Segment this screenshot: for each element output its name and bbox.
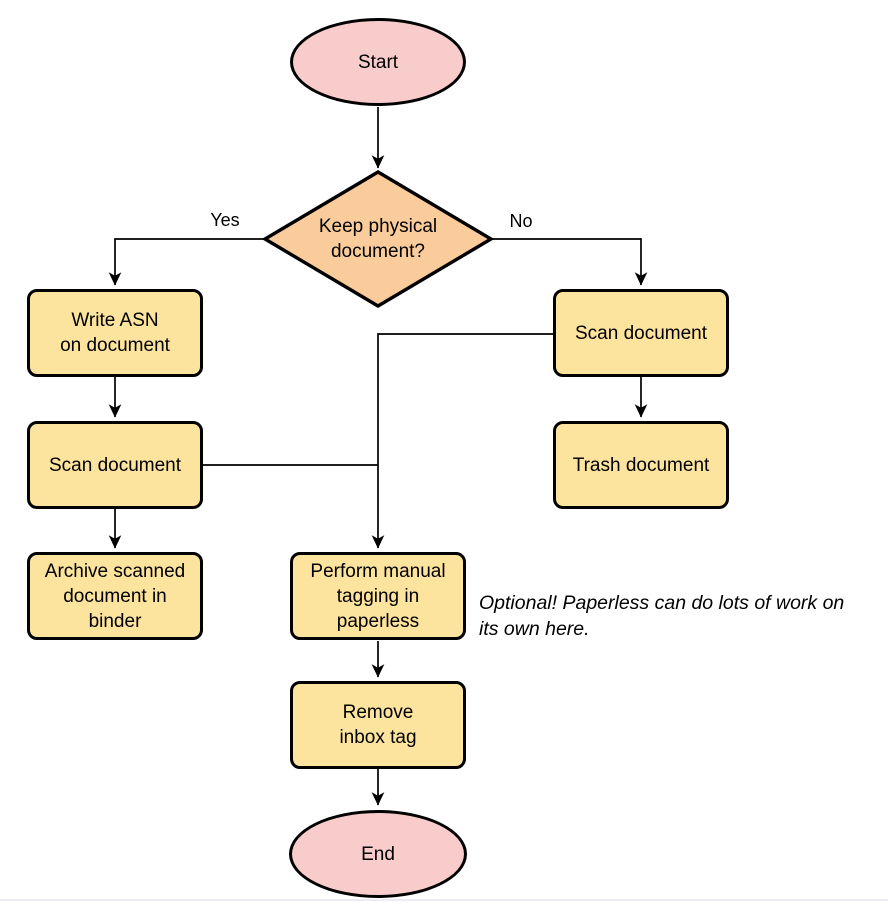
edge-label-yes: Yes bbox=[210, 210, 240, 230]
viewport-bottom-line bbox=[0, 899, 888, 901]
node-end-label: End bbox=[361, 843, 395, 865]
node-scan-document-right-label: Scan document bbox=[574, 322, 708, 344]
node-end: End bbox=[289, 810, 467, 898]
node-start: Start bbox=[290, 18, 466, 106]
node-write-asn-label: Write ASN on document bbox=[60, 310, 170, 356]
node-trash-document: Trash document bbox=[553, 421, 729, 509]
node-manual-tagging: Perform manual tagging in paperless bbox=[290, 552, 466, 640]
node-manual-tagging-label: Perform manual tagging in paperless bbox=[310, 560, 446, 632]
node-archive-scanned: Archive scanned document in binder bbox=[27, 552, 203, 640]
node-remove-inbox-tag-label: Remove inbox tag bbox=[339, 702, 417, 748]
edge-scan-right-to-tagging bbox=[371, 333, 553, 549]
node-decision: Keep physical document? bbox=[268, 172, 488, 306]
node-remove-inbox-tag: Remove inbox tag bbox=[290, 681, 466, 769]
edge-decision-no-to-scan-right bbox=[491, 238, 648, 286]
node-scan-document-left: Scan document bbox=[27, 421, 203, 509]
node-archive-scanned-label: Archive scanned document in binder bbox=[44, 560, 186, 632]
node-trash-document-label: Trash document bbox=[572, 454, 710, 476]
node-decision-label: Keep physical document? bbox=[318, 216, 438, 262]
node-scan-document-left-label: Scan document bbox=[48, 454, 182, 476]
node-write-asn: Write ASN on document bbox=[27, 289, 203, 377]
node-scan-document-right: Scan document bbox=[553, 289, 729, 377]
annotation-optional-note: Optional! Paperless can do lots of work … bbox=[479, 592, 845, 640]
edge-decision-yes-to-write-asn bbox=[108, 238, 265, 286]
edge-label-no: No bbox=[509, 211, 533, 231]
node-start-label: Start bbox=[357, 51, 399, 73]
decision-diamond-shape bbox=[261, 170, 495, 308]
